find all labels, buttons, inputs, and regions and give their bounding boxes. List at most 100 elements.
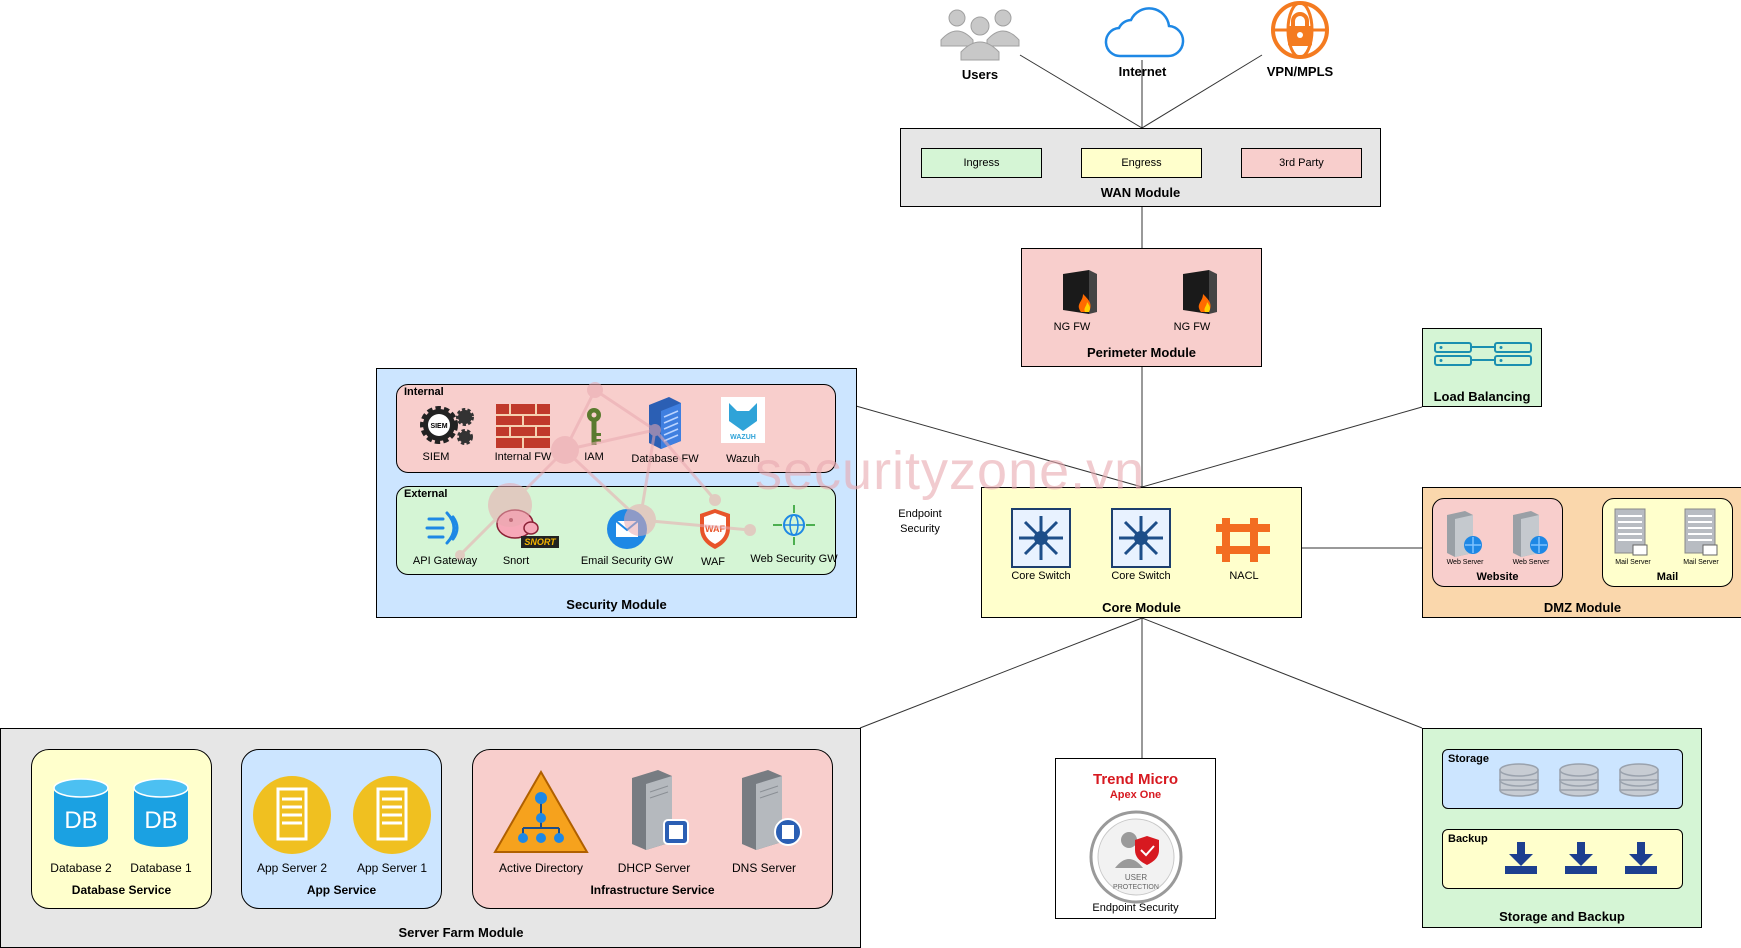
web-server-icon (1447, 511, 1482, 557)
backup-download-icon (1505, 842, 1537, 874)
app-service-group: App Server 2 App Server 1 App Service (241, 749, 442, 909)
wan-module-title: WAN Module (1100, 185, 1181, 200)
user-protection-badge-icon: USER PROTECTION (1089, 810, 1183, 904)
storage-disk-icon (1559, 763, 1599, 797)
internet-label: Internet (1118, 64, 1167, 79)
load-balancer-icon (1434, 342, 1532, 366)
egress-box: Engress (1081, 148, 1202, 178)
trend-micro-brand: Trend Micro (1092, 771, 1178, 788)
backup-download-icon (1625, 842, 1657, 874)
core-module: Core Switch Core Switch NACL Core Module (981, 487, 1302, 618)
third-party-box: 3rd Party (1241, 148, 1362, 178)
users-node: Users (935, 6, 1025, 86)
website-group: Web Server Web Server Website (1432, 498, 1563, 587)
firewall-icon (1063, 270, 1097, 314)
web-security-gw-label: Web Security GW (750, 553, 838, 565)
email-security-icon (607, 509, 647, 549)
perimeter-module: NG FW NG FW Perimeter Module (1021, 248, 1262, 367)
email-security-label: Email Security GW (580, 555, 674, 567)
infrastructure-service-title: Infrastructure Service (590, 883, 715, 897)
db-icon-text: DB (144, 807, 177, 834)
server-farm-module: DB DB Database 2 Database 1 Database Ser… (0, 728, 861, 948)
siem-icon-text: SIEM (430, 423, 447, 430)
snort-label: Snort (502, 555, 530, 567)
wazuh-logo-icon: WAZUH (721, 397, 765, 443)
external-title: External (404, 488, 448, 500)
web-server-icon (1513, 511, 1548, 557)
dmz-module: Web Server Web Server Website Mail Serve… (1422, 487, 1741, 618)
dhcp-server-label: DHCP Server (617, 861, 691, 875)
database-1-label: Database 1 (130, 861, 192, 875)
storage-backup-module: Storage Backup Storage and Backup (1422, 728, 1702, 928)
app-server-1-label: App Server 1 (356, 861, 428, 875)
key-icon (587, 408, 601, 445)
siem-gear-icon: SIEM (420, 406, 474, 445)
web-server-2-label: Web Server (1512, 559, 1550, 566)
waf-label: WAF (700, 556, 726, 568)
core-switch-icon (1011, 508, 1071, 568)
mail-server-2-label: Mail Server (1683, 559, 1719, 566)
cloud-icon (1104, 7, 1184, 58)
dns-server-icon (742, 770, 802, 850)
load-balancing-title: Load Balancing (1433, 389, 1531, 404)
app-server-2-label: App Server 2 (256, 861, 328, 875)
brick-firewall-icon (496, 404, 550, 448)
vpn-lock-globe-icon (1271, 1, 1329, 59)
core-switch-2-label: Core Switch (1111, 570, 1171, 582)
server-farm-module-title: Server Farm Module (398, 925, 524, 940)
website-title: Website (1476, 571, 1519, 583)
api-gateway-icon (425, 511, 459, 545)
snort-pig-icon: SNORT (496, 509, 559, 548)
core-switch-1-label: Core Switch (1011, 570, 1071, 582)
app-server-icon (253, 776, 331, 854)
web-security-gw-icon (773, 505, 815, 545)
backup-title: Backup (1448, 833, 1488, 845)
ingress-box: Ingress (921, 148, 1042, 178)
users-label: Users (961, 67, 999, 82)
nacl-label: NACL (1229, 570, 1259, 582)
storage-disk-icon (1499, 763, 1539, 797)
iam-label: IAM (584, 451, 604, 463)
core-switch-icon (1111, 508, 1171, 568)
waf-shield-icon: WAF (700, 509, 730, 549)
backup-download-icon (1565, 842, 1597, 874)
database-service-group: DB DB Database 2 Database 1 Database Ser… (31, 749, 212, 909)
dns-server-label: DNS Server (731, 861, 796, 875)
active-directory-label: Active Directory (498, 861, 584, 875)
waf-icon-text: WAF (705, 524, 725, 534)
perimeter-module-title: Perimeter Module (1086, 345, 1197, 360)
security-internal-group: Internal SIEM SIEM Internal FW IAM (396, 384, 836, 473)
internal-title: Internal (404, 386, 444, 398)
endpoint-security-link-label: Endpoint Security (898, 508, 942, 535)
security-external-group: External API Gateway SNORT Snort Email S… (396, 486, 838, 575)
active-directory-icon (493, 770, 589, 853)
mail-server-icon (1684, 508, 1718, 556)
storage-group: Storage (1442, 749, 1683, 809)
mail-title: Mail (1656, 571, 1679, 583)
wazuh-label: Wazuh (726, 453, 760, 465)
wazuh-icon-text: WAZUH (730, 434, 756, 441)
endpoint-security-module: Trend Micro Apex One USER PROTECTION End… (1055, 758, 1216, 919)
database-icon: DB (133, 778, 189, 847)
endpoint-security-label: Endpoint Security (1092, 902, 1179, 914)
mail-group: Mail Server Mail Server Mail (1602, 498, 1733, 587)
app-server-icon (353, 776, 431, 854)
security-module-title: Security Module (566, 597, 667, 612)
app-service-title: App Service (306, 883, 377, 897)
vpn-label: VPN/MPLS (1266, 64, 1334, 79)
database-icon: DB (53, 778, 109, 847)
siem-label: SIEM (422, 451, 450, 463)
snort-icon-text: SNORT (524, 537, 557, 547)
firewall-icon (1183, 270, 1217, 314)
apex-one-product: Apex One (1109, 789, 1162, 801)
database-server-icon (649, 397, 681, 449)
security-module: Internal SIEM SIEM Internal FW IAM (376, 368, 857, 618)
ngfw-2-label: NG FW (1173, 321, 1211, 333)
infrastructure-service-group: Active Directory DHCP Server DNS Server … (472, 749, 833, 909)
internal-fw-label: Internal FW (494, 451, 552, 463)
badge-text-user: USER (1125, 873, 1147, 882)
mail-server-1-label: Mail Server (1615, 559, 1651, 566)
nacl-icon (1216, 518, 1270, 562)
storage-disk-icon (1619, 763, 1659, 797)
